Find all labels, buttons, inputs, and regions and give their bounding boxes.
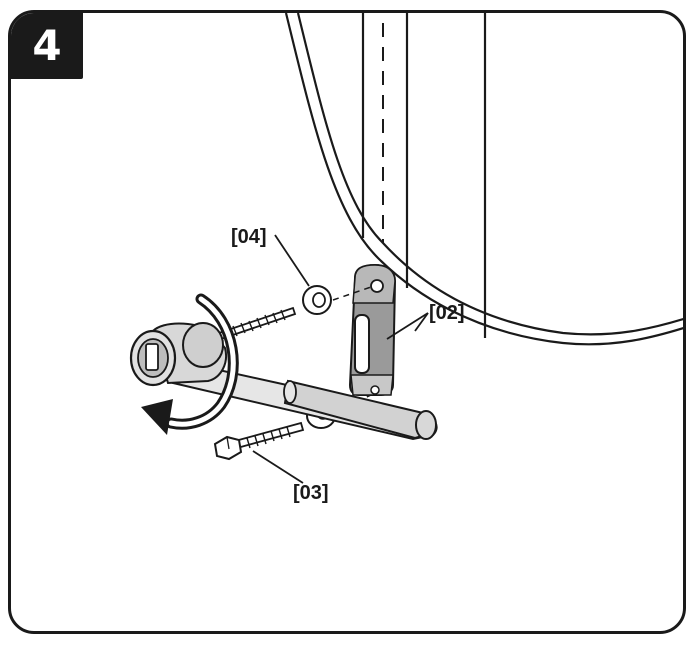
step-number: 4 [32,21,62,70]
instruction-panel: [04] [02] [03] 4 [8,10,686,634]
washer-top [302,285,332,315]
callout-screw-label: [03] [293,482,329,504]
cabinet-outline [284,13,683,346]
socket-wrench-tool [129,322,438,441]
leader-lines [252,234,429,484]
rotation-arrow-icon [141,293,239,435]
assembly-illustration: [04] [02] [03] [129,13,683,504]
callout-bracket-label: [02] [429,302,465,324]
step-badge: 4 [11,13,83,79]
callout-washer-label: [04] [231,226,267,248]
bracket-part [348,263,397,396]
hex-lag-screw [213,421,305,461]
alignment-line-top [332,286,372,301]
